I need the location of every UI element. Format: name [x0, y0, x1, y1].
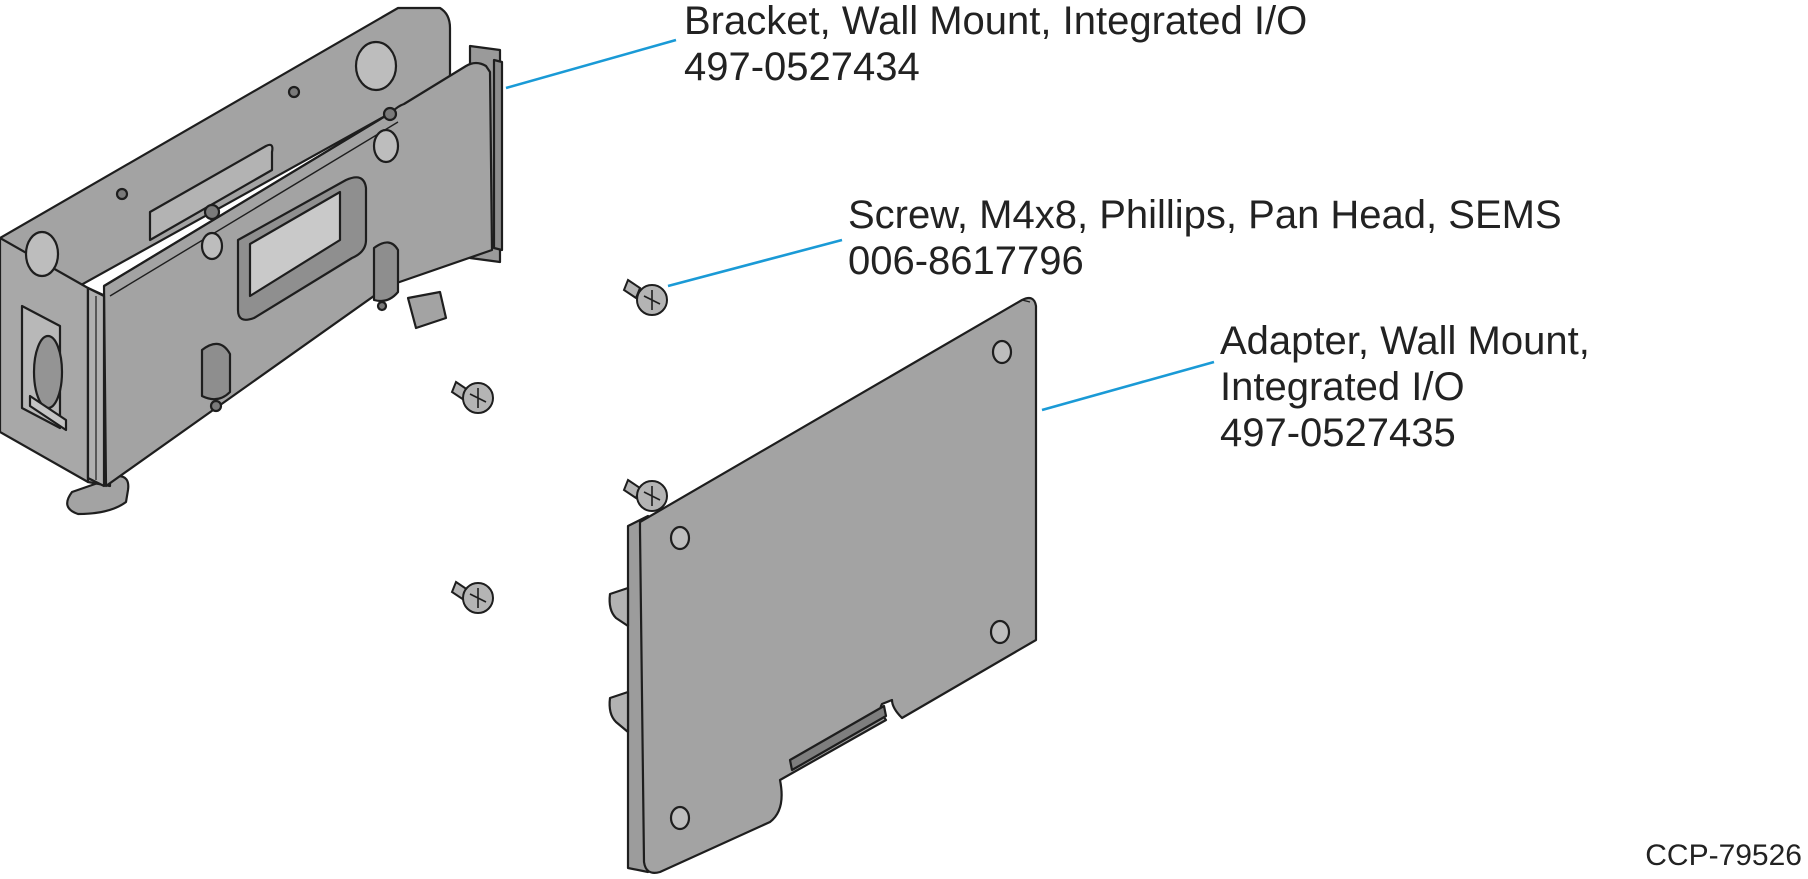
screw-4 — [450, 580, 494, 614]
adapter-part-number: 497-0527435 — [1220, 411, 1456, 455]
adapter-leader-line — [1041, 360, 1215, 412]
screw-3 — [622, 478, 668, 512]
adapter-title-line1: Adapter, Wall Mount, — [1220, 319, 1590, 363]
adapter-callout: Adapter, Wall Mount, Integrated I/O 497-… — [1220, 318, 1590, 456]
adapter-wall-mount — [608, 296, 1038, 874]
bracket-wall-mount — [0, 6, 504, 516]
screw-part-number: 006-8617796 — [848, 239, 1084, 283]
bracket-callout: Bracket, Wall Mount, Integrated I/O 497-… — [684, 0, 1307, 90]
bracket-leader-line — [505, 38, 677, 90]
screw-callout: Screw, M4x8, Phillips, Pan Head, SEMS 00… — [848, 192, 1562, 284]
bracket-title: Bracket, Wall Mount, Integrated I/O — [684, 0, 1308, 43]
figure-id: CCP-79526 — [1645, 839, 1802, 872]
adapter-title-line2: Integrated I/O — [1220, 365, 1465, 409]
bracket-part-number: 497-0527434 — [684, 45, 920, 89]
screw-1 — [622, 278, 668, 316]
screw-title: Screw, M4x8, Phillips, Pan Head, SEMS — [848, 193, 1562, 237]
screw-leader-line — [667, 238, 843, 288]
screw-2 — [450, 380, 494, 414]
